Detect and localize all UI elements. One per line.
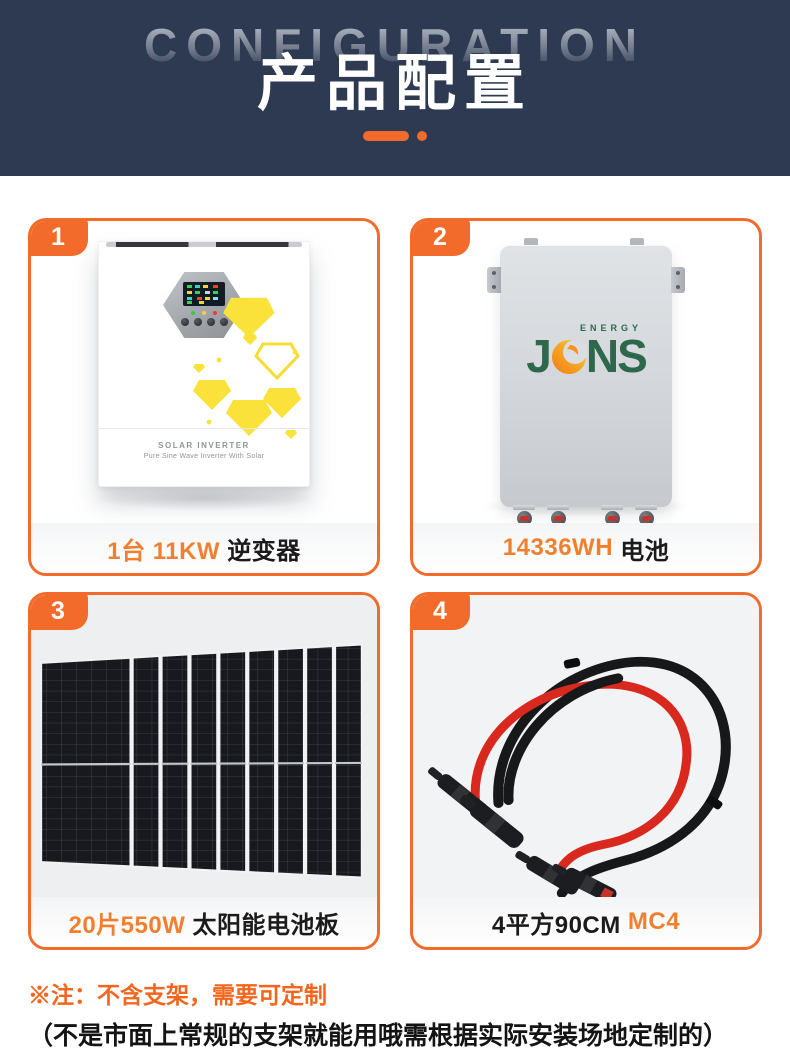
- card-caption: 14336WH 电池: [413, 523, 759, 573]
- card-caption: 1台 11KW 逆变器: [31, 523, 377, 573]
- caption-text: 逆变器: [220, 537, 301, 565]
- battery-body: ENERGY J NS: [487, 245, 685, 507]
- note-line-1: ※注：不含支架，需要可定制: [28, 982, 327, 1008]
- card-caption: 4平方90CM MC4: [413, 897, 759, 947]
- note-line-2: （不是市面上常规的支架就能用哦需根据实际安装场地定制的）: [28, 1022, 729, 1048]
- header-section: CONFIGURATION 产品配置: [0, 0, 790, 176]
- caption-highlight: 1台 11KW: [107, 537, 221, 565]
- caption-text: 电池: [613, 537, 670, 565]
- battery-figure: ENERGY J NS: [487, 238, 685, 523]
- underline-dot: [417, 131, 427, 141]
- card-number-badge: 1: [31, 221, 88, 256]
- battery-caster: [634, 505, 658, 523]
- inverter-vent: [106, 242, 302, 247]
- battery-caster: [600, 505, 624, 523]
- product-card-grid: 1: [0, 176, 790, 950]
- underline-dash: [363, 131, 409, 141]
- product-card-battery: 2 ENERGY J: [410, 218, 762, 576]
- battery-logo-ns: NS: [585, 330, 648, 382]
- diamond-decoration: [193, 297, 301, 439]
- battery-bracket: [671, 267, 685, 293]
- mc4-cables-figure: [428, 656, 731, 897]
- product-card-solar-panels: 3 20片550W 太阳能电池板: [28, 592, 380, 950]
- inverter-brand: SOLAR INVERTER Pure Sine Wave Inverter W…: [99, 441, 309, 460]
- inverter-figure: SOLAR INVERTER Pure Sine Wave Inverter W…: [98, 241, 310, 487]
- inverter-buttons: [180, 318, 228, 326]
- caption-text: 太阳能电池板: [185, 911, 340, 939]
- inverter-brand-line2: Pure Sine Wave Inverter With Solar: [143, 453, 265, 460]
- title-underline: [363, 131, 427, 141]
- caption-highlight: 14336WH: [502, 534, 614, 561]
- inverter-brand-line1: SOLAR INVERTER: [158, 441, 250, 450]
- battery-bracket: [487, 267, 501, 293]
- inverter-seam: [99, 428, 309, 429]
- footer-note: ※注：不含支架，需要可定制 （不是市面上常规的支架就能用哦需根据实际安装场地定制…: [0, 950, 790, 1048]
- caption-highlight: 20片550W: [68, 911, 186, 939]
- battery-logo-swirl-icon: [551, 340, 587, 374]
- battery-caster: [546, 505, 570, 523]
- card-number-badge: 3: [31, 595, 88, 630]
- page-title: 产品配置: [256, 49, 533, 117]
- battery-logo: ENERGY J NS: [500, 323, 672, 382]
- product-card-mc4-cables: 4: [410, 592, 762, 950]
- floor-shadow: [94, 485, 314, 511]
- battery-logo-j: J: [526, 330, 552, 382]
- battery-top-tab: [524, 238, 538, 248]
- inverter-photo: SOLAR INVERTER Pure Sine Wave Inverter W…: [31, 221, 377, 523]
- battery-caster: [512, 505, 536, 523]
- inverter-lcd-screen: [183, 282, 225, 306]
- caption-highlight: MC4: [620, 908, 681, 935]
- lcd-pixels: [187, 285, 192, 288]
- config-title-en: CONFIGURATION: [143, 19, 646, 71]
- caption-text: 4平方90CM: [491, 911, 621, 939]
- mc4-cables-photo: [413, 595, 759, 897]
- solar-panels-photo: [31, 595, 377, 897]
- card-number-badge: 2: [413, 221, 470, 256]
- inverter-led-indicators: [191, 311, 217, 315]
- card-caption: 20片550W 太阳能电池板: [31, 897, 377, 947]
- mc4-connector: [428, 767, 617, 897]
- product-card-inverter: 1: [28, 218, 380, 576]
- battery-logo-energy: ENERGY: [579, 323, 642, 333]
- card-number-badge: 4: [413, 595, 470, 630]
- battery-photo: ENERGY J NS: [413, 221, 759, 523]
- battery-top-tab: [630, 238, 644, 248]
- solar-panels-figure: [39, 643, 364, 879]
